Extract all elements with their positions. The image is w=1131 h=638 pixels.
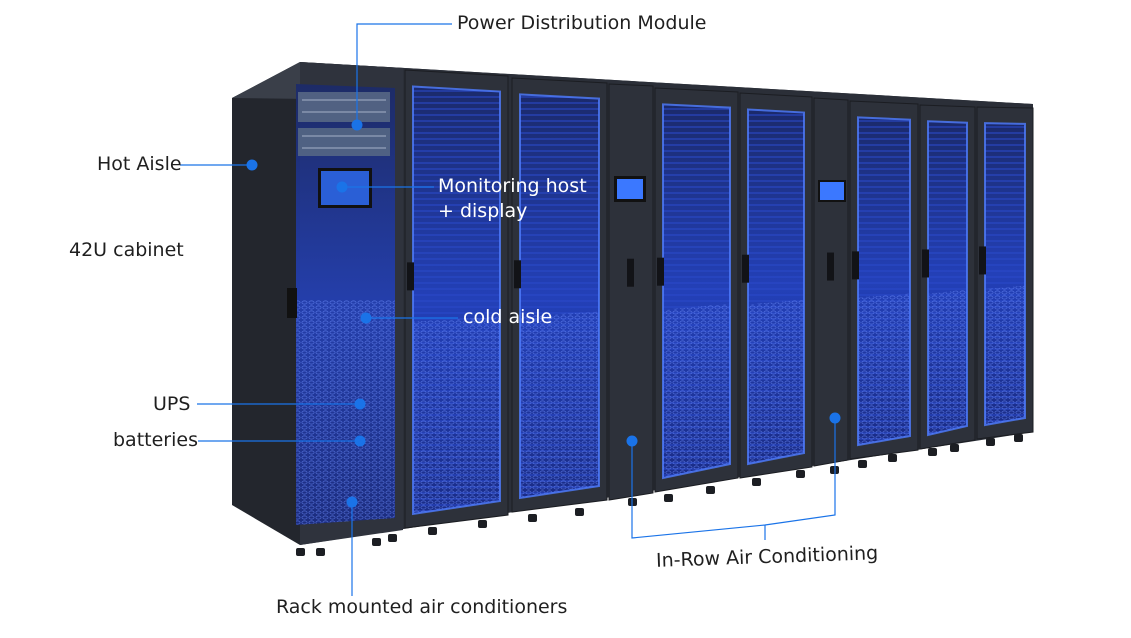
door-mesh [928, 289, 967, 435]
cabinet-foot [575, 508, 584, 516]
door-glow-edge [857, 116, 911, 447]
cabinet-foot [388, 534, 397, 542]
inrow-dot-1 [626, 435, 638, 447]
label-power-distribution-module: Power Distribution Module [457, 12, 707, 34]
cabinet-foot [950, 444, 959, 452]
door-handle [407, 262, 414, 291]
door-glow-edge [927, 120, 968, 437]
door-handle [657, 257, 664, 286]
door-mesh [858, 293, 910, 445]
cabinet-foot [796, 470, 805, 478]
pdm-dot [351, 119, 363, 131]
label-42u-cabinet: 42U cabinet [69, 239, 184, 261]
pdm-leader [356, 23, 452, 125]
door-handle [922, 249, 929, 278]
door-glow-edge [519, 93, 600, 500]
hot-aisle-dot [246, 159, 258, 171]
door-glow-edge [662, 103, 731, 480]
batteries-dot [354, 435, 366, 447]
door-mesh [413, 316, 500, 514]
cabinet-foot [706, 486, 715, 494]
label-cold-aisle: cold aisle [463, 306, 553, 328]
ups-dot [354, 398, 366, 410]
cabinet-foot [752, 478, 761, 486]
cabinet-foot [528, 514, 537, 522]
label-monitoring-line2: + display [438, 200, 528, 222]
label-monitoring-line1: Monitoring host [438, 175, 587, 197]
cabinet-foot [1014, 434, 1023, 442]
door-handle [627, 258, 634, 287]
cold-aisle-dot [360, 312, 372, 324]
door-mesh [663, 303, 730, 478]
door-handle [742, 254, 749, 283]
inrow-leader [631, 418, 836, 539]
cabinet-foot [858, 460, 867, 468]
cabinet-foot [888, 454, 897, 462]
cabinet-foot [428, 527, 437, 535]
monitoring-dot [336, 181, 348, 193]
label-ups: UPS [153, 393, 191, 415]
cabinet-foot [928, 448, 937, 456]
door-mesh [748, 299, 804, 464]
cabinet-foot [664, 494, 673, 502]
cabinet-foot [986, 438, 995, 446]
door-handle [979, 246, 986, 275]
cabinet-foot [296, 548, 305, 556]
door-glow-edge [984, 122, 1026, 427]
door-glow-edge [747, 108, 805, 466]
label-hot-aisle: Hot Aisle [97, 153, 182, 175]
door-handle [514, 260, 521, 289]
cabinet-foot [478, 520, 487, 528]
door-mesh [520, 311, 599, 498]
door-mesh [985, 285, 1025, 425]
cabinet-foot [372, 538, 381, 546]
inrow-dot-2 [829, 412, 841, 424]
label-rack-mounted-ac: Rack mounted air conditioners [276, 596, 568, 618]
cabinet-foot [316, 548, 325, 556]
side-panel [232, 62, 300, 545]
rack-ac-dot [346, 496, 358, 508]
door-glow-edge [412, 85, 501, 516]
door-handle [852, 251, 859, 280]
label-batteries: batteries [113, 429, 198, 451]
door-handle [827, 252, 834, 281]
